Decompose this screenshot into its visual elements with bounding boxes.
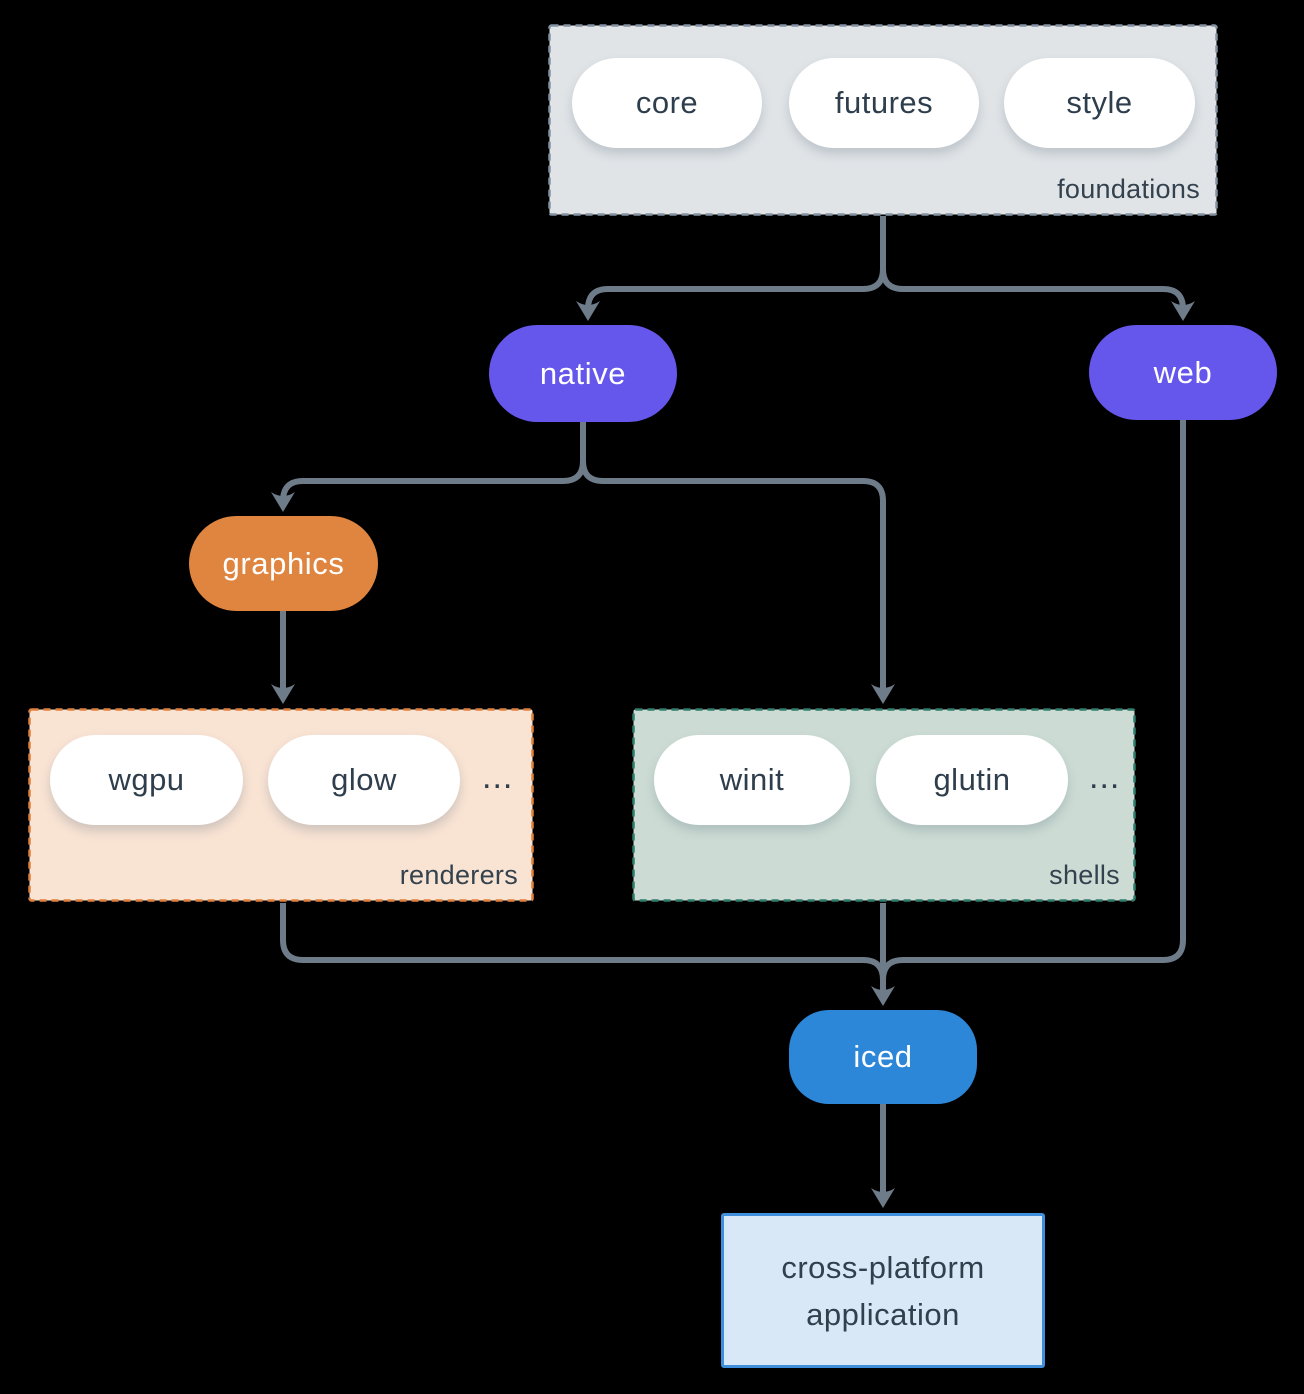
arrowhead-icon [871,684,895,704]
node-winit: winit [654,735,850,825]
arrowhead-icon [576,301,600,321]
node-futures: futures [789,58,979,148]
node-glutin-label: glutin [933,762,1011,797]
node-style: style [1004,58,1195,148]
node-wgpu-label: wgpu [108,762,185,797]
node-graphics-label: graphics [222,545,345,581]
node-core: core [572,58,762,148]
shells-group: winit glutin ... shells [632,708,1136,901]
node-glutin: glutin [876,735,1068,825]
edge-native-graphics [271,422,586,512]
arrowhead-icon [271,684,295,704]
shells-group-label: shells [1049,860,1120,890]
arrowhead-icon [871,1188,895,1208]
arrowhead-icon [1171,301,1195,321]
application-label-line1: cross-platform [781,1249,985,1285]
node-wgpu: wgpu [50,735,243,825]
arrowhead-icon [871,986,895,1006]
edge-foundations-web [880,216,1195,321]
node-glow-label: glow [331,762,397,797]
node-web: web [1089,325,1277,420]
foundations-group-label: foundations [1057,174,1200,204]
node-iced-label: iced [853,1039,913,1074]
node-glow: glow [268,735,460,825]
edge-renderers-iced [280,903,886,981]
shells-ellipsis: ... [1089,758,1121,796]
edge-native-shells [580,422,895,704]
application-label-line2: application [806,1296,960,1332]
edge-foundations-native [576,216,886,321]
node-cross-platform-application: cross-platform application [721,1213,1045,1368]
node-futures-label: futures [834,85,934,120]
foundations-group: core futures style foundations [548,24,1216,215]
renderers-group: wgpu glow ... renderers [28,708,534,901]
node-core-label: core [635,85,699,120]
edge-graphics-renderers [271,611,295,704]
node-native: native [489,325,677,422]
renderers-ellipsis: ... [482,758,514,796]
node-native-label: native [539,355,627,391]
node-style-label: style [1066,85,1133,120]
renderers-group-label: renderers [399,860,518,890]
edge-iced-application [871,1104,895,1208]
node-web-label: web [1153,354,1213,390]
arrowhead-icon [271,492,295,512]
node-graphics: graphics [189,516,378,611]
node-winit-label: winit [719,762,785,797]
edge-shells-iced [871,903,895,1006]
node-iced: iced [789,1010,977,1104]
